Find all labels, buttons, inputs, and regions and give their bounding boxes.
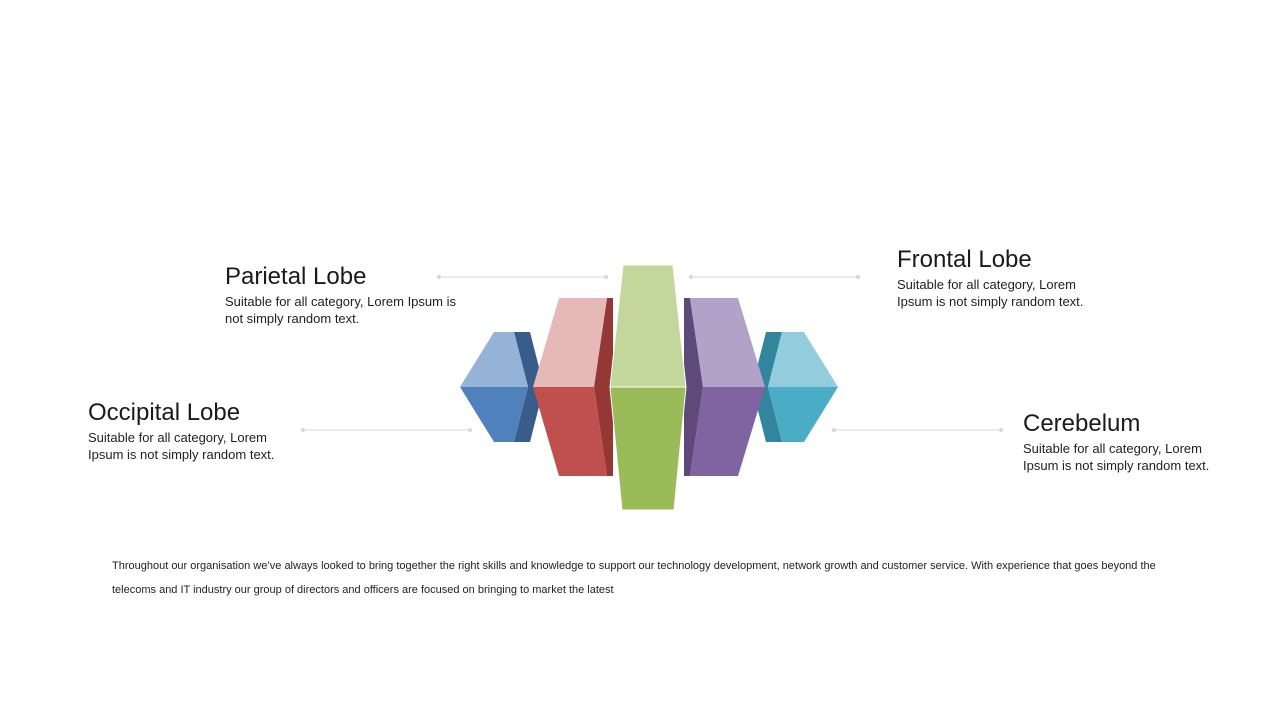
- occipital-title: Occipital Lobe: [88, 399, 241, 426]
- cerebelum-desc: Suitable for all category, Lorem Ipsum i…: [1023, 441, 1210, 473]
- frontal-desc: Suitable for all category, Lorem Ipsum i…: [897, 277, 1084, 309]
- connector-frontal-dot-start: [688, 274, 694, 280]
- blue-prism: [460, 332, 544, 442]
- occipital-callout: Occipital Lobe Suitable for all category…: [88, 399, 293, 463]
- connector-lines: [300, 274, 1004, 433]
- connector-occipital-dot-start: [300, 427, 306, 433]
- frontal-callout: Frontal Lobe Suitable for all category, …: [897, 246, 1102, 310]
- connector-occipital-dot-end: [467, 427, 473, 433]
- connector-cerebelum-dot-start: [831, 427, 837, 433]
- occipital-desc: Suitable for all category, Lorem Ipsum i…: [88, 430, 275, 462]
- connector-frontal-dot-end: [855, 274, 861, 280]
- parietal-desc: Suitable for all category, Lorem Ipsum i…: [225, 294, 456, 326]
- connector-parietal-dot-start: [436, 274, 442, 280]
- parietal-callout: Parietal Lobe Suitable for all category,…: [225, 263, 465, 327]
- teal-prism: [752, 332, 838, 442]
- green-prism: [609, 264, 687, 511]
- connector-cerebelum-dot-end: [998, 427, 1004, 433]
- connector-parietal-dot-end: [603, 274, 609, 280]
- parietal-title: Parietal Lobe: [225, 263, 367, 290]
- frontal-title: Frontal Lobe: [897, 246, 1032, 273]
- footer-paragraph: Throughout our organisation we’ve always…: [112, 560, 1156, 596]
- cerebelum-callout: Cerebelum Suitable for all category, Lor…: [1023, 410, 1228, 474]
- red-prism: [533, 298, 613, 476]
- purple-prism: [684, 298, 765, 476]
- cerebelum-title: Cerebelum: [1023, 410, 1141, 437]
